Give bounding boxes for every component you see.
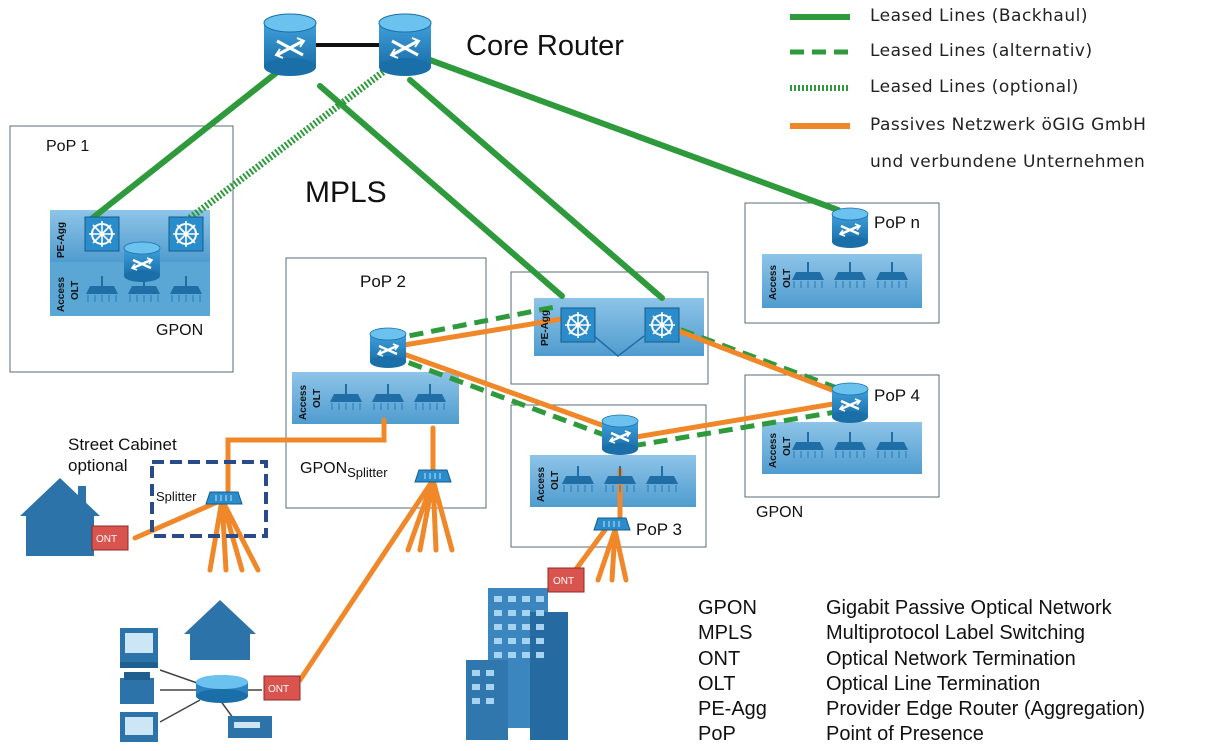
abbr-key: PoP [698,723,736,745]
pe-agg-center-label: PE-Agg [540,310,551,346]
tv-icon [120,712,158,742]
abbr-key: MPLS [698,622,753,644]
pop1-olt-label: OLT [70,281,81,300]
home-network-house-icon [184,600,256,660]
street-cabinet-splitter-icon[interactable] [205,491,243,505]
gpon-splitter-icon[interactable] [414,469,452,483]
pop1-access-label: Access [56,277,67,312]
passive-lines [132,315,848,683]
building-icon [466,588,568,740]
ont-building-label: ONT [553,576,574,587]
pop1-pe-agg-label: PE-Agg [56,222,67,258]
abbr-row: PE-Agg Provider Edge Router (Aggregation) [698,698,1145,721]
popn-label: PoP n [874,213,921,232]
pop2-access-label: Access [298,385,309,420]
core-router-2-icon[interactable] [377,12,433,78]
legend-passive-label: Passives Netzwerk öGIG GmbH [870,115,1147,135]
abbr-meaning: Provider Edge Router (Aggregation) [826,698,1146,720]
street-cabinet-box [150,460,268,538]
pop1-router-icon[interactable] [122,240,162,284]
abbr-key: ONT [698,648,741,670]
popn-router-icon[interactable] [830,206,870,250]
abbr-key: PE-Agg [698,698,767,720]
optional-line [187,69,386,221]
legend-optional-label: Leased Lines (optional) [870,77,1079,97]
abbr-row: OLT Optical Line Termination [698,673,1040,696]
pop3-splitter-icon[interactable] [593,517,631,531]
abbr-row: PoP Point of Presence [698,723,984,746]
house-icon [20,478,100,556]
pop1-pe-agg-switch-1-icon[interactable] [84,216,120,252]
pop2-router-icon[interactable] [368,326,408,370]
popn-olt-panel [762,254,922,308]
legend-alternativ-label: Leased Lines (alternativ) [870,41,1093,61]
pop3-olt-label: OLT [550,471,561,490]
abbr-row: ONT Optical Network Termination [698,648,1076,671]
pe-agg-link [593,335,645,357]
legend-backhaul-label: Leased Lines (Backhaul) [870,6,1088,26]
popn-box [744,202,940,324]
core-router-1-icon[interactable] [262,12,318,78]
abbr-meaning: Optical Line Termination [826,673,1041,695]
pe-agg-switch-1-icon[interactable] [560,307,596,343]
legend-swatches [790,14,850,129]
pop4-olt-label: OLT [782,437,793,456]
printer-icon [228,716,272,738]
pop3-label: PoP 3 [636,520,683,539]
gpon-splitter-sub: Splitter [347,465,388,481]
street-cabinet-splitter-label: Splitter [156,489,197,504]
computer-icon [120,628,158,668]
phone-icon [120,672,154,704]
pop4-box [744,374,940,498]
pop4-gpon-label: GPON [756,504,804,521]
abbr-key: OLT [698,673,736,695]
pop4-router-icon[interactable] [830,381,870,425]
gpon-splitter-label: GPONSplitter [300,460,388,480]
pop3-router-icon[interactable] [600,413,640,457]
abbr-row: GPON Gigabit Passive Optical Network [698,597,1112,620]
backhaul-lines [87,57,841,301]
ont-home-network-label: ONT [268,684,289,695]
pop1-pe-agg-switch-2-icon[interactable] [168,216,204,252]
abbr-meaning: Gigabit Passive Optical Network [826,597,1112,619]
pop1-label: PoP 1 [46,138,90,155]
pop2-olt-label: OLT [312,389,323,408]
pop1-gpon-label: GPON [156,322,204,339]
popn-olt-label: OLT [782,269,793,288]
abbr-meaning: Point of Presence [826,723,984,745]
pop2-label: PoP 2 [360,272,407,291]
core-router-title: Core Router [466,30,624,62]
mpls-label: MPLS [305,176,387,209]
abbr-meaning: Multiprotocol Label Switching [826,622,1086,644]
legend-passive-label-2: und verbundene Unternehmen [870,152,1146,172]
gpon-splitter-main: GPON [300,460,348,477]
street-cabinet-optional-label: optional [68,456,128,475]
abbr-meaning: Optical Network Termination [826,648,1076,670]
popn-access-label: Access [768,265,779,300]
abbr-key: GPON [698,597,757,619]
pop4-label: PoP 4 [874,386,921,405]
home-router-icon [196,675,248,703]
pe-agg-switch-2-icon[interactable] [644,307,680,343]
pop3-access-label: Access [536,467,547,502]
pop1-box [9,125,234,373]
pop4-access-label: Access [768,433,779,468]
street-cabinet-label: Street Cabinet [68,435,177,454]
ont-house-label: ONT [96,534,117,545]
abbr-row: MPLS Multiprotocol Label Switching [698,622,1085,645]
